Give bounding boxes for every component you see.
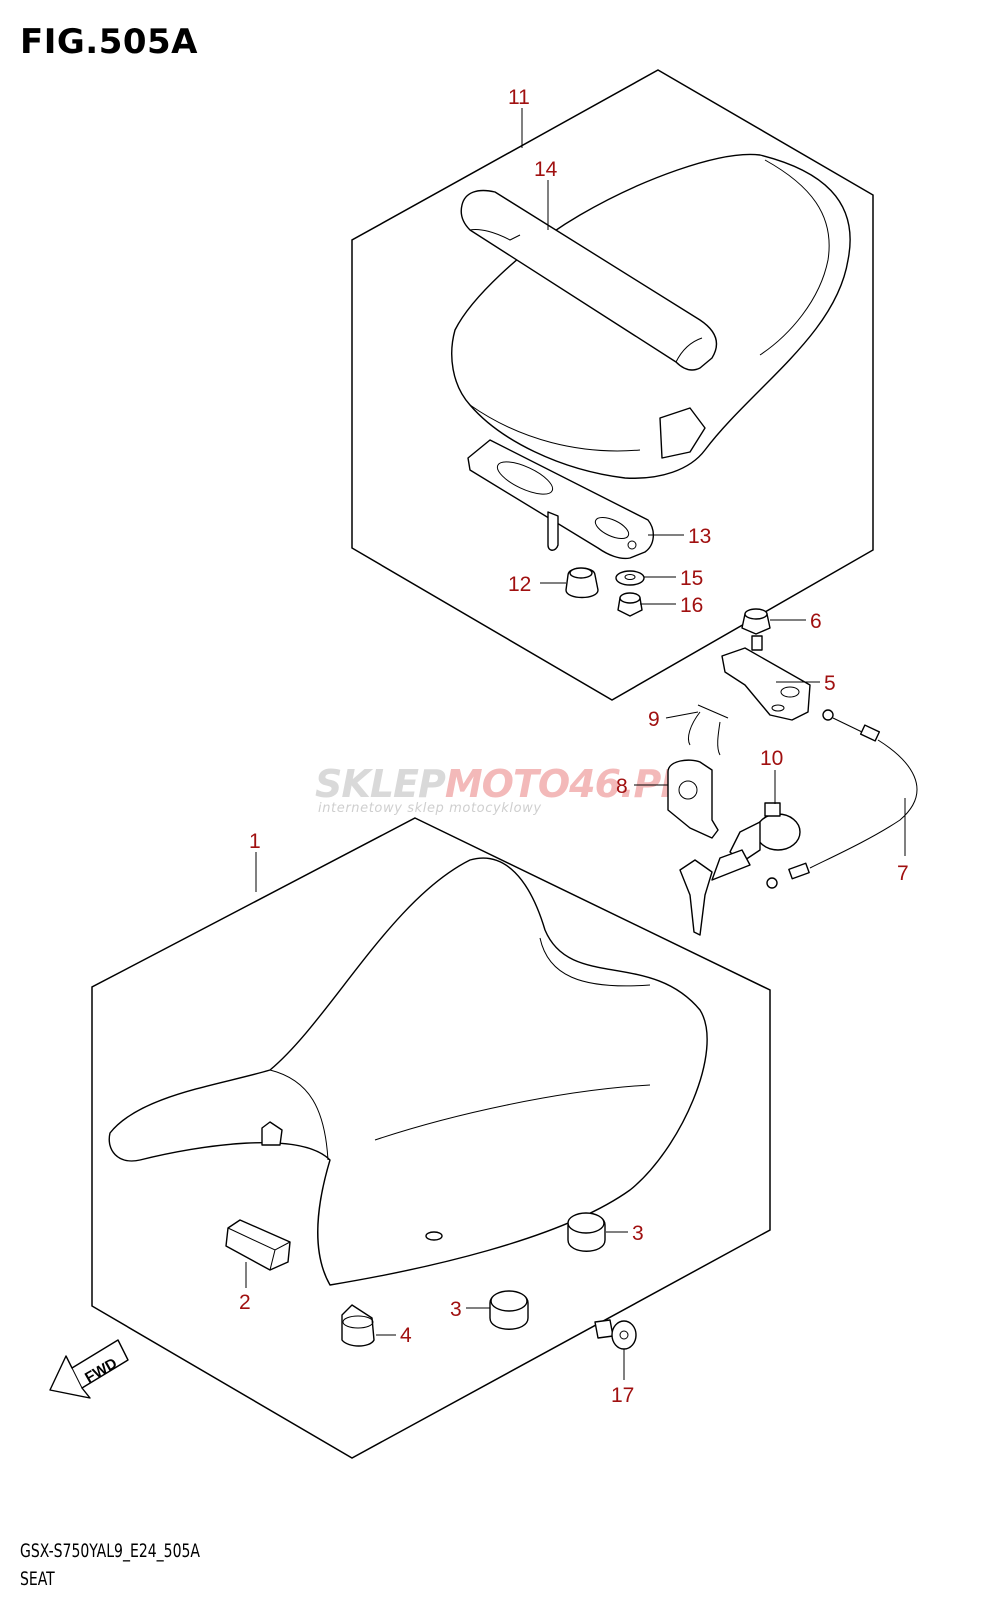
cushion-part-right [567,1212,606,1252]
callout-13: 13 [688,525,711,548]
grommet-part [565,567,599,599]
spring-clip-part [687,704,729,756]
callout-6: 6 [810,610,822,633]
callout-9: 9 [648,708,660,731]
callout-8: 8 [616,775,628,798]
front-seat-part [108,857,708,1286]
cushion-part-4 [341,1304,375,1347]
lock-nut-part [741,608,771,635]
cable-part [766,709,918,889]
lock-bracket-part [667,759,719,839]
screw-part [594,1319,637,1350]
callout-17: 17 [611,1384,634,1407]
watermark-brand-a: SKLEP [315,762,446,806]
cushion-part-left [489,1290,529,1330]
callout-3-right: 3 [632,1222,644,1245]
callout-4: 4 [400,1324,412,1347]
callout-2: 2 [239,1291,251,1314]
watermark-brand-b: MOTO46.PL [444,762,685,806]
leader-lines [245,108,906,1380]
callout-3-left: 3 [450,1298,462,1321]
figure-title: FIG.505A [20,22,198,62]
callout-16: 16 [680,594,703,617]
model-code: GSX-S750YAL9_E24_505A [20,1540,200,1562]
callout-10: 10 [760,747,783,770]
grab-handle-part [460,189,718,371]
callout-15: 15 [680,567,703,590]
callout-7: 7 [897,862,909,885]
fwd-arrow-icon [49,1339,129,1399]
seat-latch-part [721,635,811,721]
callout-14: 14 [534,158,558,181]
seat-lock-part [679,802,801,936]
watermark-tagline: internetowy sklep motocyklowy [318,801,542,816]
watermark-logo: SKLEPMOTO46.PL [315,762,685,806]
front-seat-group-frame [91,817,771,1459]
callout-5: 5 [824,672,836,695]
callout-labels: 1 2 3 3 4 5 6 7 8 9 10 11 12 13 14 15 16… [239,86,909,1407]
pad-part [225,1219,291,1271]
figure-caption: SEAT [20,1568,55,1590]
callout-1: 1 [249,830,261,853]
nut-part [617,592,643,617]
callout-12: 12 [508,573,531,596]
washer-part [615,570,645,586]
callout-11: 11 [508,86,530,109]
bracket-part [467,439,654,560]
rear-seat-group-frame [351,69,874,701]
